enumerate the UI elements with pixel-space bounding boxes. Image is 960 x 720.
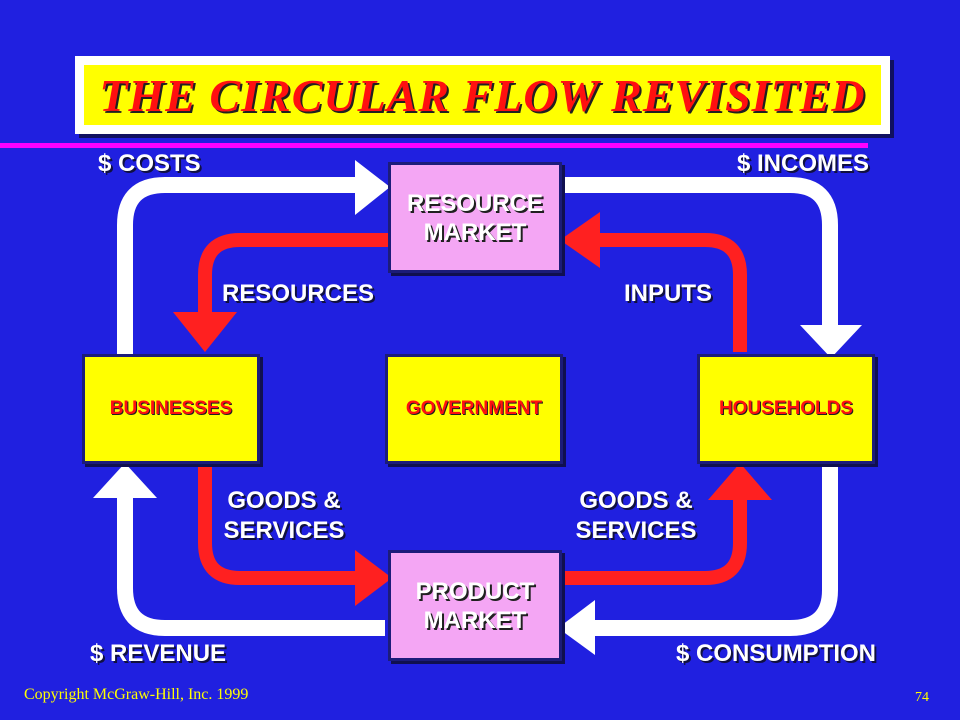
real-flow-goods-to-product-market [198, 465, 365, 585]
real-flow-resources-arrowhead [173, 312, 237, 352]
government-box: GOVERNMENT [385, 354, 563, 464]
money-flow-revenue [117, 490, 385, 636]
page-title: THE CIRCULAR FLOW REVISITED [99, 70, 866, 121]
money-flow-incomes-arrowhead [800, 325, 862, 358]
real-flow-inputs-arrowhead [560, 212, 600, 268]
households-box: HOUSEHOLDS [697, 354, 875, 464]
real-flow-goods-to-product-market-arrowhead [355, 550, 392, 606]
real-flow-inputs [595, 233, 747, 352]
label-resources: RESOURCES [222, 280, 375, 307]
label-inputs: INPUTS [624, 280, 713, 307]
title-banner-fill: THE CIRCULAR FLOW REVISITED [84, 65, 881, 125]
label-incomes: $ INCOMES [737, 150, 870, 177]
money-flow-revenue-arrowhead [93, 463, 157, 498]
label-goods-services-left: GOODS & SERVICES [223, 487, 345, 544]
copyright-notice: Copyright McGraw-Hill, Inc. 1999 [24, 686, 249, 703]
money-flow-consumption [590, 465, 838, 636]
money-flow-incomes [560, 177, 838, 330]
label-revenue: $ REVENUE [90, 640, 227, 667]
label-goods-services-right: GOODS & SERVICES [575, 487, 697, 544]
businesses-label: BUSINESSES [109, 398, 233, 419]
real-flow-goods-to-households [560, 498, 747, 585]
title-underline [0, 143, 868, 148]
product-market-box: PRODUCT MARKET [388, 550, 562, 661]
real-flow-goods-to-households-arrowhead [708, 463, 772, 500]
page-number: 74 [915, 690, 929, 705]
label-costs: $ COSTS [98, 150, 201, 177]
households-label: HOUSEHOLDS [718, 398, 854, 419]
money-flow-costs-arrowhead [355, 160, 390, 215]
real-flow-resources [198, 233, 390, 318]
money-flow-costs [117, 177, 365, 355]
title-banner: THE CIRCULAR FLOW REVISITED [75, 56, 890, 134]
money-flow-consumption-arrowhead [558, 600, 595, 655]
resource-market-label: RESOURCE MARKET [406, 189, 544, 246]
label-consumption: $ CONSUMPTION [676, 640, 877, 667]
resource-market-box: RESOURCE MARKET [388, 162, 562, 273]
government-label: GOVERNMENT [405, 398, 543, 419]
product-market-label: PRODUCT MARKET [415, 577, 535, 634]
businesses-box: BUSINESSES [82, 354, 260, 464]
